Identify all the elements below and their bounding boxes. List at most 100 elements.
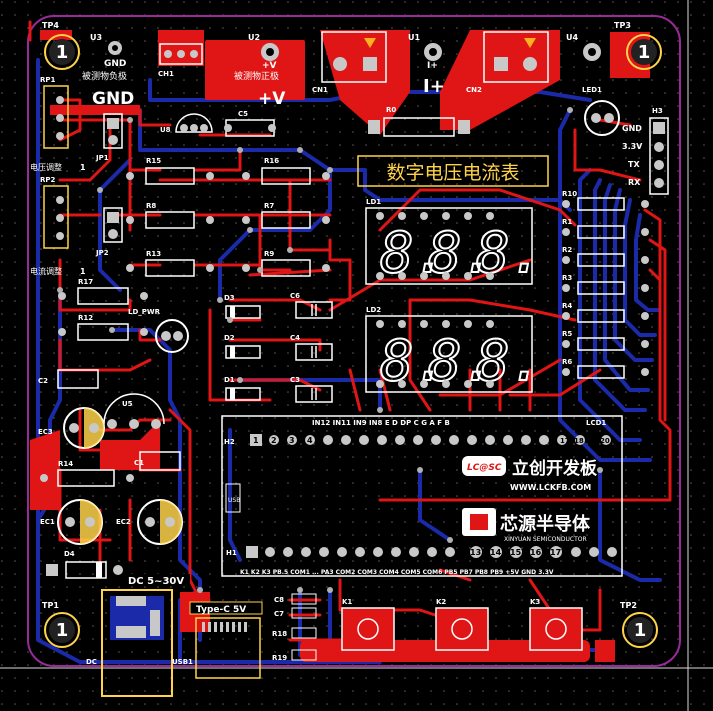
c4-ref: C4 (290, 334, 300, 342)
c5-ref: C5 (238, 110, 248, 118)
c8-ref: C8 (274, 596, 284, 604)
u3-label: GND (104, 59, 126, 69)
r4-ref: R4 (562, 302, 572, 310)
smd-parts: C8 C7 R18 R19 (272, 593, 317, 662)
dev-board-footprint: H2 H1 LCD1 IN12 IN11 IN9 IN8 E D DP C G … (221, 415, 623, 577)
seg-digit: 8. (380, 329, 447, 394)
cap-ec2: EC2 (116, 499, 183, 545)
measured-neg-label: 被测物负极 (82, 70, 127, 82)
h3-pin-label: GND (622, 124, 642, 133)
d4-ref: D4 (64, 550, 75, 558)
ec1-ref: EC1 (40, 518, 55, 526)
seg-digit: 8. (380, 221, 447, 286)
cap-c1: C1 (134, 451, 181, 471)
r16-ref: R16 (264, 157, 279, 165)
u8-regulator: U8 (160, 113, 213, 134)
diode-d2: D2 (224, 334, 261, 359)
r2-ref: R2 (562, 246, 572, 254)
current-adj-label: 电流调整 (30, 266, 62, 276)
r10-ref: R10 (562, 190, 577, 198)
u5-regulator: U5 (103, 393, 165, 429)
r3-ref: R3 (562, 274, 572, 282)
usb-ref: USB (228, 497, 240, 504)
h3-pin-label: 3.3V (622, 142, 643, 151)
cap-c3: C3 (290, 376, 333, 403)
h1-pin-numbers: 13 14 15 16 17 (470, 548, 561, 557)
lckfb-text: 立创开发板 (512, 458, 598, 479)
seg-digit: 8. (428, 221, 495, 286)
c7-ref: C7 (274, 610, 284, 618)
h1-ref: H1 (226, 549, 237, 557)
mount-hole-tp2: 1 TP2 (620, 601, 658, 648)
mount-hole-num: 1 (638, 42, 651, 63)
mount-hole-ref: TP4 (42, 21, 59, 30)
lcd1-ref: LCD1 (586, 419, 606, 427)
cap-c2: C2 (38, 369, 99, 389)
cn1-ref: CN1 (312, 86, 328, 94)
mount-hole-ref: TP1 (42, 601, 59, 610)
r1-ref: R1 (562, 218, 572, 226)
cap-ec3: EC3 (38, 407, 105, 449)
cap-c5: C5 (224, 110, 276, 137)
u5-ref: U5 (122, 400, 133, 408)
h2-pin-num: 4 (307, 436, 313, 445)
diode-d4: D4 (46, 550, 123, 579)
rp1-num: 1 (80, 163, 86, 172)
usb1-ref: USB1 (172, 658, 193, 666)
u1-ref: U1 (408, 33, 420, 42)
connector-u2: U2 +V (248, 33, 279, 71)
display-ld1: LD1 8. 8. 8. (365, 198, 544, 287)
resistor-r13: R13 (126, 250, 214, 277)
h2-pin-num: 3 (289, 436, 295, 445)
r19-ref: R19 (272, 654, 287, 662)
h1-pin-num: 17 (550, 548, 561, 557)
h1-pin-num: 14 (490, 548, 502, 557)
mount-hole-num: 1 (634, 620, 647, 641)
led1-ref: LED1 (582, 86, 602, 94)
mount-hole-num: 1 (56, 620, 69, 641)
connector-u1: U1 I+ I+ (408, 33, 445, 97)
ld2-ref: LD2 (366, 306, 381, 314)
resistor-r15: R15 (126, 157, 214, 185)
r6-ref: R6 (562, 358, 572, 366)
header-h3: H3 GND 3.3V TX RX (622, 107, 669, 195)
key-k2[interactable]: K2 (435, 598, 489, 651)
key-k3[interactable]: K3 (529, 598, 583, 651)
d3-ref: D3 (224, 294, 235, 302)
mount-hole-tp1: 1 TP1 (42, 601, 80, 648)
h2-ref: H2 (224, 438, 235, 446)
jp1-ref: JP1 (95, 154, 109, 162)
i-plus-big-label: I+ (423, 76, 445, 97)
r12-ref: R12 (78, 314, 93, 322)
u3-ref: U3 (90, 33, 102, 42)
plusv-big-label: +V (258, 89, 286, 109)
r15-ref: R15 (146, 157, 161, 165)
resistor-r0: R0 (368, 106, 470, 137)
resistor-r16: R16 (242, 157, 330, 185)
h1-pin-num: 13 (470, 548, 481, 557)
lckfb-badge: LC@SC (467, 463, 502, 473)
ld-pwr-ref: LD_PWR (128, 308, 161, 316)
d1-ref: D1 (224, 376, 235, 384)
u2-ref: U2 (248, 33, 260, 42)
rp1-ref: RP1 (40, 76, 56, 84)
jumper-jp2: JP2 (95, 207, 123, 257)
pot-rp2: RP2 电流调整 1 (30, 176, 86, 276)
mount-hole-ref: TP2 (620, 601, 637, 610)
r5-ref: R5 (562, 330, 572, 338)
r0-ref: R0 (386, 106, 396, 114)
key-k1[interactable]: K1 (341, 598, 395, 651)
right-resistors: R10 R1 R2 R3 R4 R5 R6 (562, 190, 649, 379)
h2-pin-num: 18 (574, 437, 584, 445)
mount-hole-ref: TP3 (614, 21, 631, 30)
u2-label: +V (262, 61, 277, 71)
connector-u4: U4 (566, 33, 601, 61)
seg-digit: 8. (428, 329, 495, 394)
ld1-ref: LD1 (366, 198, 381, 206)
h3-pin-label: TX (628, 160, 640, 169)
cap-c6: C6 (290, 292, 333, 319)
h1-pin-num: 15 (510, 548, 522, 557)
c3-ref: C3 (290, 376, 300, 384)
dc-ref: DC (86, 658, 97, 666)
r9-ref: R9 (264, 250, 274, 258)
